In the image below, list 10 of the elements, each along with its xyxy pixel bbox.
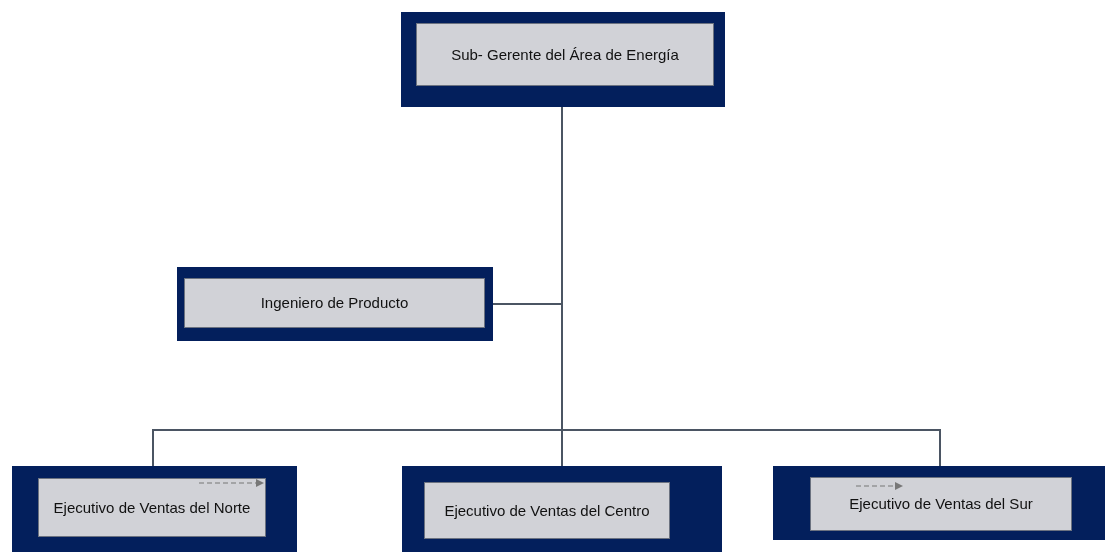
org-box bbox=[401, 12, 725, 107]
org-box bbox=[402, 466, 722, 552]
org-box bbox=[773, 466, 1105, 540]
role-title: Sub- Gerente del Área de Energía bbox=[451, 44, 679, 65]
role-title: Ingeniero de Producto bbox=[260, 293, 409, 313]
role-title: Ejecutivo de Ventas del Sur bbox=[849, 494, 1033, 514]
org-box bbox=[177, 267, 493, 341]
role-title: Ejecutivo de Ventas del Centro bbox=[444, 500, 650, 521]
role-title: Ejecutivo de Ventas del Norte bbox=[53, 497, 251, 518]
org-box bbox=[12, 466, 297, 552]
